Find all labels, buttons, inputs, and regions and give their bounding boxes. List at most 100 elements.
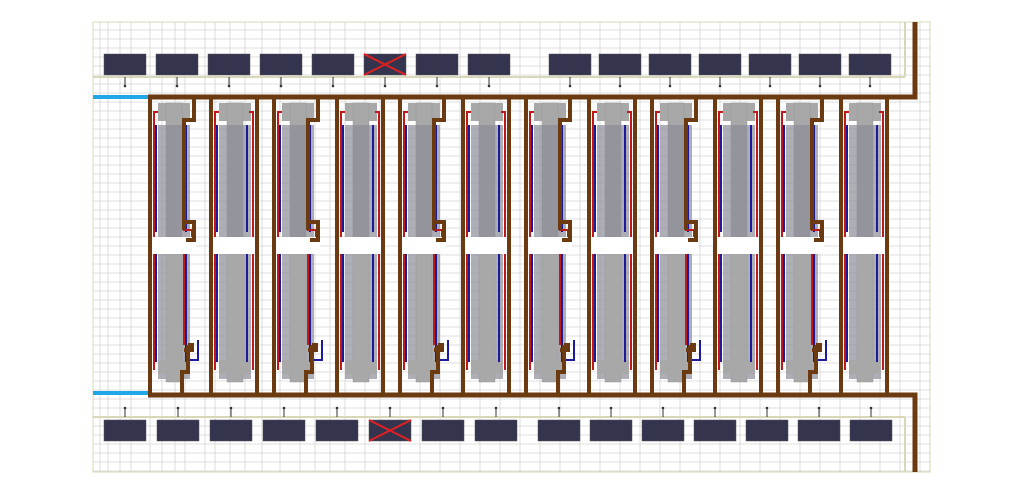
top-bus-bar — [148, 22, 918, 100]
column-outline — [432, 220, 446, 352]
column-outline — [335, 97, 385, 395]
column-outline — [398, 97, 446, 395]
pillar-foot — [345, 360, 377, 374]
column-outline — [839, 97, 889, 395]
pillar-foot — [597, 360, 629, 374]
column-gap — [211, 237, 257, 254]
red-conductor — [753, 111, 758, 370]
column-outline — [461, 97, 511, 395]
red-conductor — [466, 111, 471, 370]
red-conductor — [214, 111, 219, 370]
red-conductor — [718, 111, 723, 370]
column-outline — [713, 97, 763, 395]
red-conductor — [529, 111, 534, 370]
bottom-unit[interactable] — [641, 419, 685, 442]
pillar-body-upper — [471, 125, 503, 237]
bottom-unit[interactable] — [537, 419, 581, 442]
red-conductor — [501, 111, 506, 370]
top-unit[interactable] — [259, 53, 303, 76]
bottom-unit[interactable] — [474, 419, 518, 442]
connector-arrow-icon — [435, 84, 439, 88]
top-unit[interactable] — [648, 53, 692, 76]
pillar-body-upper — [849, 125, 881, 237]
connector-arrow-icon — [668, 84, 672, 88]
connector-arrow-icon — [176, 406, 180, 410]
column-gap — [526, 237, 572, 254]
connector-arrow-icon — [768, 84, 772, 88]
column-outline — [776, 97, 824, 395]
top-unit[interactable] — [415, 53, 459, 76]
connector-arrow-icon — [123, 406, 127, 410]
red-conductor — [153, 111, 158, 370]
connector-arrow-icon — [175, 84, 179, 88]
pillar-body-upper — [723, 125, 755, 237]
column-gap — [715, 237, 761, 254]
connector-arrow-icon — [661, 406, 665, 410]
top-unit[interactable] — [748, 53, 792, 76]
top-unit[interactable] — [311, 53, 355, 76]
disabled-cross-icon — [368, 419, 412, 442]
connector-arrow-icon — [388, 406, 392, 410]
connector-arrow-icon — [817, 406, 821, 410]
column-outline — [558, 220, 572, 352]
top-unit[interactable] — [698, 53, 742, 76]
column-outline — [810, 220, 824, 352]
column-outline — [148, 97, 196, 395]
column-gap — [778, 237, 824, 254]
bottom-unit[interactable] — [209, 419, 253, 442]
top-unit[interactable] — [598, 53, 642, 76]
top-unit[interactable] — [848, 53, 892, 76]
bottom-unit[interactable] — [849, 419, 893, 442]
bottom-unit[interactable] — [315, 419, 359, 442]
connector-arrow-icon — [609, 406, 613, 410]
connector-arrow-icon — [331, 84, 335, 88]
connector-arrow-icon — [557, 406, 561, 410]
bottom-unit[interactable] — [693, 419, 737, 442]
connector-arrow-icon — [441, 406, 445, 410]
column-outline — [587, 97, 637, 395]
red-conductor — [655, 111, 660, 370]
column-outline — [209, 97, 259, 395]
red-conductor — [340, 111, 345, 370]
column-outline — [272, 97, 320, 395]
top-unit[interactable] — [467, 53, 511, 76]
top-unit[interactable] — [798, 53, 842, 76]
bottom-unit[interactable] — [103, 419, 147, 442]
pillar-foot — [219, 360, 251, 374]
connector-arrow-icon — [568, 84, 572, 88]
top-unit[interactable] — [103, 53, 147, 76]
column-outline — [306, 220, 320, 352]
top-unit[interactable] — [207, 53, 251, 76]
connector-arrow-icon — [869, 406, 873, 410]
connector-arrow-icon — [335, 406, 339, 410]
connector-arrow-icon — [487, 84, 491, 88]
column-gap — [274, 237, 320, 254]
column-gap — [463, 237, 509, 254]
pillar-body-upper — [219, 125, 251, 237]
pillar-foot — [849, 360, 881, 374]
pillar-foot — [723, 360, 755, 374]
connector-arrow-icon — [123, 84, 127, 88]
red-conductor — [592, 111, 597, 370]
bottom-unit[interactable] — [262, 419, 306, 442]
red-conductor — [403, 111, 408, 370]
connector-arrow-icon — [494, 406, 498, 410]
top-unit[interactable] — [548, 53, 592, 76]
red-conductor — [627, 111, 632, 370]
red-conductor — [879, 111, 884, 370]
pillar-body-upper — [345, 125, 377, 237]
bottom-unit[interactable] — [156, 419, 200, 442]
connector-arrow-icon — [279, 84, 283, 88]
red-conductor — [375, 111, 380, 370]
bottom-unit[interactable] — [797, 419, 841, 442]
bottom-unit[interactable] — [745, 419, 789, 442]
connector-arrow-icon — [713, 406, 717, 410]
pillar-foot — [471, 360, 503, 374]
bottom-unit[interactable] — [421, 419, 465, 442]
top-unit[interactable] — [155, 53, 199, 76]
red-conductor — [277, 111, 282, 370]
connector-arrow-icon — [383, 84, 387, 88]
bottom-unit[interactable] — [589, 419, 633, 442]
column-outline — [650, 97, 698, 395]
